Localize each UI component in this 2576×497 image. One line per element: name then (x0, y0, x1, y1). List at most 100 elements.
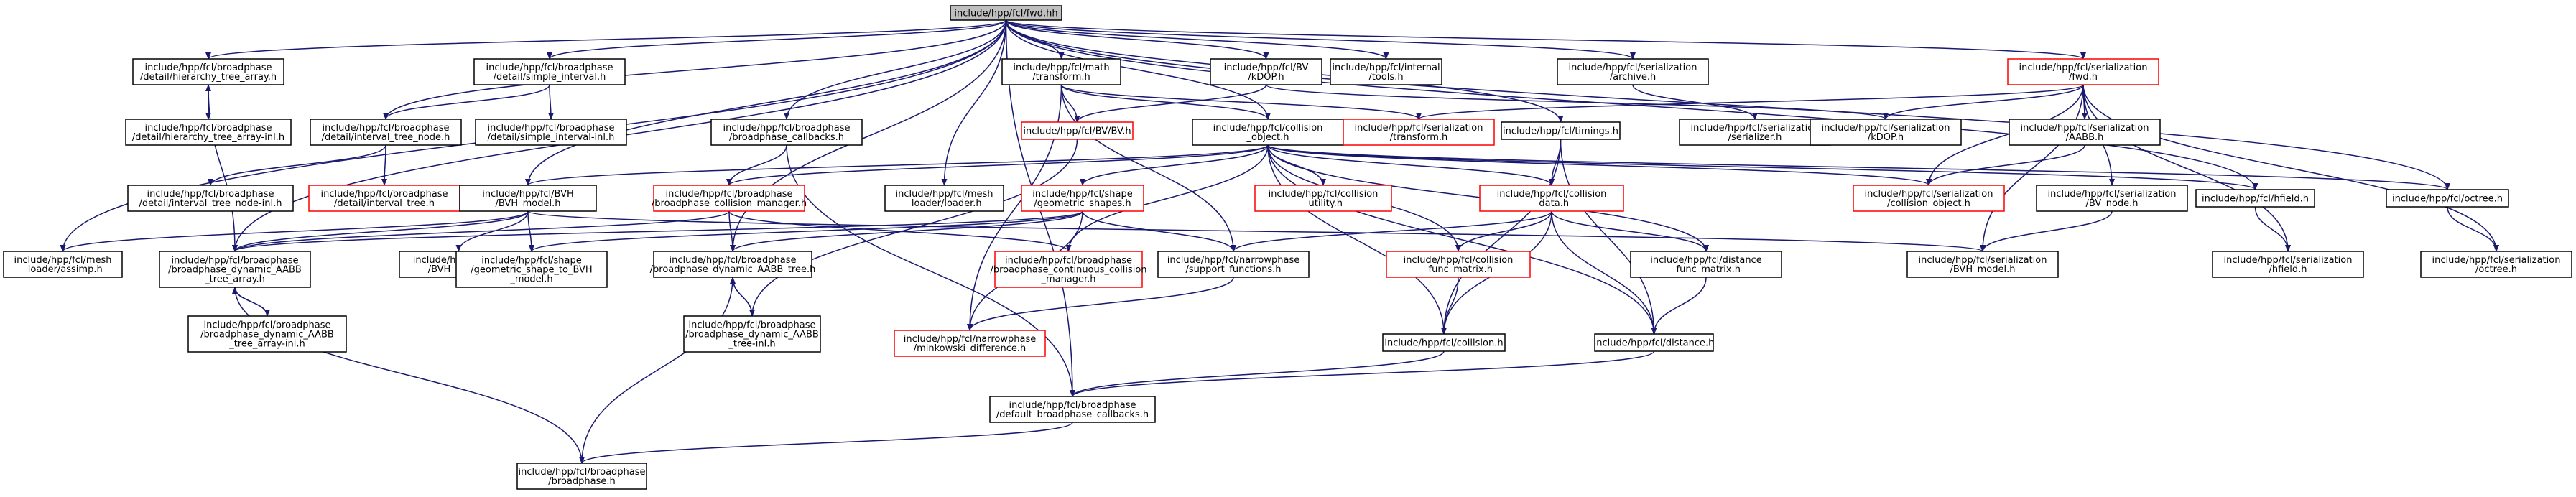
edge-bp_dyn_aabb_inl-to-bp_dyn_aabb (730, 277, 753, 317)
node-label: include/hpp/fcl/broadphase (688, 320, 815, 331)
node-bp_dyn_aabb[interactable]: include/hpp/fcl/broadphase/broadphase_dy… (650, 251, 816, 278)
node-bp_callbacks[interactable]: include/hpp/fcl/broadphase/broadphase_ca… (710, 119, 863, 146)
node-bvbv[interactable]: include/hpp/fcl/BV/BV.h (1021, 121, 1134, 140)
node-label: _utility.h (1303, 198, 1343, 209)
node-box (989, 396, 1156, 423)
node-bp_broadphase[interactable]: include/hpp/fcl/broadphase/broadphase.h (516, 463, 647, 490)
node-simple_int_inl[interactable]: include/hpp/fcl/broadphase/detail/simple… (475, 119, 627, 146)
node-label: _object.h (1246, 132, 1289, 143)
edge-kdop-to-ser_kdop (1265, 84, 1889, 120)
node-coll_utility[interactable]: include/hpp/fcl/collision_utility.h (1254, 185, 1392, 212)
node-box (1630, 251, 1782, 278)
node-hier_tree[interactable]: include/hpp/fcl/broadphase/detail/hierar… (132, 58, 284, 85)
edge-fwd-to-internal_tools (1005, 19, 1389, 60)
node-label: include/hpp/fcl/distance.h (1594, 338, 1715, 349)
node-np_minkowski[interactable]: include/hpp/fcl/narrowphase/minkowski_di… (894, 330, 1046, 357)
node-np_support[interactable]: include/hpp/fcl/narrowphase/support_func… (1157, 251, 1310, 278)
node-label: /BV_node.h (2085, 198, 2138, 209)
node-fwd[interactable]: include/hpp/fcl/fwd.hh (950, 5, 1062, 21)
node-ser_bv_node[interactable]: include/hpp/fcl/serialization/BV_node.h (2036, 185, 2188, 212)
node-ser_fwd[interactable]: include/hpp/fcl/serialization/fwd.h (2007, 58, 2159, 85)
edge-ser_fwd-to-ser_coll_obj (1926, 84, 2084, 186)
node-ser_hfield[interactable]: include/hpp/fcl/serialization/hfield.h (2212, 251, 2364, 278)
node-box (1001, 58, 1121, 85)
node-box (710, 119, 863, 146)
node-label: include/hpp/fcl/broadphase (320, 189, 448, 200)
node-label: include/hpp/fcl/broadphase (486, 62, 613, 73)
edge-ser_archive-to-ser_serializer (1632, 84, 1758, 120)
node-collision_h[interactable]: include/hpp/fcl/collision.h (1382, 333, 1506, 352)
node-box (950, 5, 1062, 21)
node-box (1157, 251, 1310, 278)
node-bp_continuous[interactable]: include/hpp/fcl/broadphase/broadphase_co… (990, 251, 1147, 288)
node-bp_dyn_aabb_arr[interactable]: include/hpp/fcl/broadphase/broadphase_dy… (159, 251, 311, 288)
node-label: /octree.h (2475, 264, 2517, 275)
node-box (475, 119, 627, 146)
node-label: include/hpp/fcl/collision (1213, 123, 1323, 134)
node-ser_aabb[interactable]: include/hpp/fcl/serialization/AABB.h (2009, 119, 2161, 146)
node-bp_dyn_aabb_arr_inl[interactable]: include/hpp/fcl/broadphase/broadphase_dy… (187, 315, 347, 353)
node-box (2009, 119, 2161, 146)
node-ser_tf[interactable]: include/hpp/fcl/serialization/transform.… (1343, 119, 1495, 146)
node-box (1501, 121, 1621, 140)
node-label: /kDOP.h (1248, 72, 1284, 83)
node-ser_archive[interactable]: include/hpp/fcl/serialization/archive.h (1557, 58, 1709, 85)
node-internal_tools[interactable]: include/hpp/fcl/internal/tools.h (1330, 58, 1442, 85)
node-label: include/hpp/fcl/serialization (1569, 62, 1697, 73)
node-ser_serializer[interactable]: include/hpp/fcl/serialization/serializer… (1679, 119, 1831, 146)
node-bp_default_cb[interactable]: include/hpp/fcl/broadphase/default_broad… (989, 396, 1156, 423)
node-coll_data[interactable]: include/hpp/fcl/collision_data.h (1479, 185, 1624, 212)
node-distance_h[interactable]: include/hpp/fcl/distance.h (1594, 333, 1715, 352)
node-box (1210, 58, 1322, 85)
node-bvh_model[interactable]: include/hpp/fcl/BVH/BVH_model.h (459, 185, 597, 212)
edge-octree-to-ser_octree (2447, 206, 2499, 252)
node-bp_dyn_aabb_inl[interactable]: include/hpp/fcl/broadphase/broadphase_dy… (683, 315, 821, 353)
node-label: /detail/hierarchy_tree_array-inl.h (132, 132, 284, 143)
node-label: include/hpp/fcl/serialization (2021, 123, 2149, 134)
node-label: include/hpp/fcl/fwd.hh (954, 9, 1057, 19)
node-label: include/hpp/fcl/octree.h (2392, 194, 2503, 205)
node-label: include/hpp/fcl/broadphase (147, 189, 274, 200)
node-label: include/hpp/fcl/serialization (1691, 123, 1820, 134)
node-mesh_loader[interactable]: include/hpp/fcl/mesh_loader/loader.h (884, 185, 1004, 212)
node-dist_func_matrix[interactable]: include/hpp/fcl/distance_func_matrix.h (1630, 251, 1782, 278)
node-label: /hfield.h (2269, 264, 2307, 275)
node-box (459, 185, 597, 212)
node-box (653, 185, 805, 212)
node-int_tree[interactable]: include/hpp/fcl/broadphase/detail/interv… (308, 185, 460, 212)
node-int_tree_node_inl[interactable]: include/hpp/fcl/broadphase/detail/interv… (127, 185, 294, 212)
node-math_tf[interactable]: include/hpp/fcl/math/transform.h (1001, 58, 1121, 85)
node-shape_to_bvh[interactable]: include/hpp/fcl/shape/geometric_shape_to… (455, 251, 608, 288)
nodes-layer: include/hpp/fcl/fwd.hh include/hpp/fcl/br… (3, 5, 2572, 490)
node-timings[interactable]: include/hpp/fcl/timings.h (1501, 121, 1621, 140)
node-simple_int[interactable]: include/hpp/fcl/broadphase/detail/simple… (473, 58, 626, 85)
node-label: include/hpp/fcl/shape (481, 256, 582, 266)
edge-coll_func_matrix-to-collision_h (1441, 277, 1459, 335)
node-coll_obj[interactable]: include/hpp/fcl/collision_object.h (1192, 119, 1344, 146)
node-assimp[interactable]: include/hpp/fcl/mesh_loader/assimp.h (3, 251, 123, 278)
node-bp_coll_mgr[interactable]: include/hpp/fcl/broadphase/broadphase_co… (652, 185, 807, 212)
edge-fwd-to-octree (1005, 19, 2450, 190)
node-label: include/hpp/fcl/distance (1650, 255, 1761, 266)
node-label: /detail/interval_tree.h (334, 198, 435, 209)
node-int_tree_node[interactable]: include/hpp/fcl/broadphase/detail/interv… (310, 119, 462, 146)
node-box (1853, 185, 2005, 212)
node-coll_func_matrix[interactable]: include/hpp/fcl/collision_func_matrix.h (1386, 251, 1531, 278)
node-label: include/hpp/fcl/BV/BV.h (1023, 126, 1131, 137)
edge-ser_fwd-to-ser_tf (1416, 84, 2084, 120)
node-label: include/hpp/fcl/serialization (2048, 189, 2177, 200)
node-octree[interactable]: include/hpp/fcl/octree.h (2386, 189, 2509, 208)
node-shape_geom[interactable]: include/hpp/fcl/shape/geometric_shapes.h (1021, 185, 1144, 212)
node-ser_coll_obj[interactable]: include/hpp/fcl/serialization/collision_… (1853, 185, 2005, 212)
node-ser_bvh_model[interactable]: include/hpp/fcl/serialization/BVH_model.… (1906, 251, 2059, 278)
node-hier_tree_inl[interactable]: include/hpp/fcl/broadphase/detail/hierar… (125, 119, 292, 146)
node-ser_octree[interactable]: include/hpp/fcl/serialization/octree.h (2420, 251, 2572, 278)
edge-int_tree_node-to-int_tree (381, 144, 388, 186)
edge-coll_obj-to-distance_h (1267, 144, 1657, 335)
node-kdop[interactable]: include/hpp/fcl/BV/kDOP.h (1210, 58, 1322, 85)
edge-math_tf-to-ser_tf (1060, 84, 1422, 120)
node-ser_kdop[interactable]: include/hpp/fcl/serialization/kDOP.h (1810, 119, 1962, 146)
node-box (473, 58, 626, 85)
edge-bp_coll_mgr-to-bp_dyn_aabb_arr (232, 210, 730, 252)
node-hfield[interactable]: include/hpp/fcl/hfield.h (2195, 189, 2315, 208)
